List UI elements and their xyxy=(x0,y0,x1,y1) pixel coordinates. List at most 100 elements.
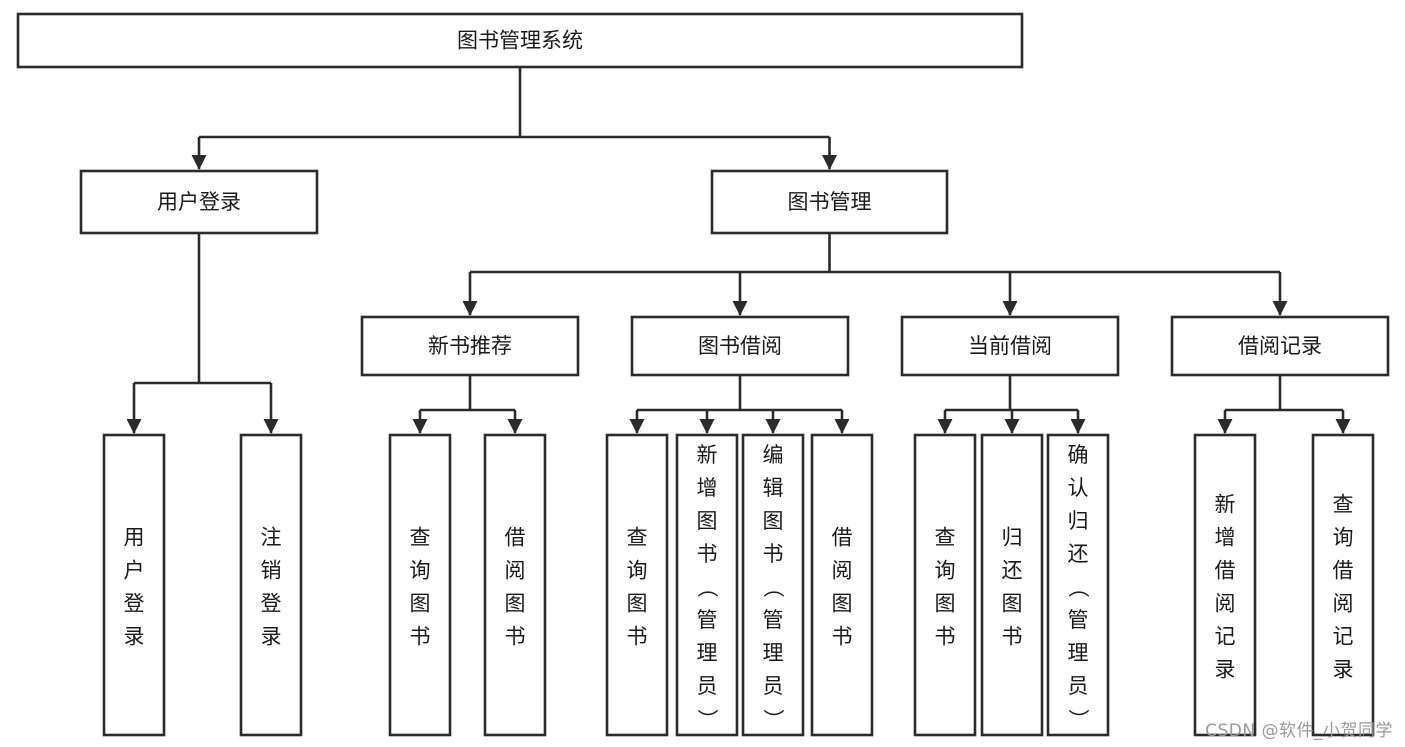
node-label-char: 编 xyxy=(763,443,784,467)
node-label-char: ） xyxy=(1066,709,1090,730)
node-label-char: 书 xyxy=(505,625,526,649)
node-box xyxy=(16,12,1024,69)
arrow-head xyxy=(699,419,715,434)
connector-layer xyxy=(126,67,1351,434)
arrow-head xyxy=(263,419,279,434)
node-label-char: （ xyxy=(695,577,719,598)
node-box xyxy=(1170,315,1390,377)
node-label-char: 图 xyxy=(627,592,648,616)
node-label-char: 还 xyxy=(1002,559,1023,583)
node-label-char: 用 xyxy=(124,526,145,550)
arrow-head xyxy=(822,155,837,170)
node-root[interactable]: 图书管理系统 xyxy=(16,12,1024,69)
node-label-char: 查 xyxy=(935,526,956,550)
node-label-char: 询 xyxy=(1333,526,1354,550)
node-label-char: 借 xyxy=(832,526,853,550)
node-label-char: 图 xyxy=(1002,592,1023,616)
node-label-char: 借 xyxy=(505,526,526,550)
arrow-head xyxy=(1335,419,1351,434)
node-label-char: 阅 xyxy=(1333,592,1354,616)
node-label-char: 图 xyxy=(697,509,718,533)
arrow-head xyxy=(732,301,748,316)
node-label-char: ） xyxy=(761,709,785,730)
node-label-char: 员 xyxy=(1068,674,1089,698)
node-label-char: 图 xyxy=(935,592,956,616)
node-label-char: 图 xyxy=(410,592,431,616)
node-label-char: 管 xyxy=(1068,608,1089,632)
node-label-char: ） xyxy=(695,709,719,730)
node-label-char: 书 xyxy=(832,625,853,649)
node-book-manage[interactable]: 图书管理 xyxy=(710,169,949,235)
node-box xyxy=(605,433,669,737)
node-label-char: 登 xyxy=(124,592,145,616)
arrow-head xyxy=(191,155,207,170)
node-box xyxy=(675,433,739,737)
node-label-char: 增 xyxy=(697,476,718,500)
node-label-char: 登 xyxy=(261,592,282,616)
arrow-head xyxy=(412,419,428,434)
node-label-char: 询 xyxy=(410,559,431,583)
node-label-char: 理 xyxy=(697,641,718,665)
node-label-char: 书 xyxy=(763,542,784,566)
node-leaf-user-login[interactable]: 用户登录 xyxy=(102,433,166,737)
node-label-char: 增 xyxy=(1215,526,1236,550)
node-layer: 图书管理系统用户登录图书管理新书推荐图书借阅当前借阅借阅记录用户登录注销登录查询… xyxy=(16,12,1390,737)
node-label-char: 书 xyxy=(627,625,648,649)
node-box xyxy=(710,169,949,235)
node-label: 图书管理系统 xyxy=(457,29,583,53)
arrow-head xyxy=(126,419,142,434)
node-label-char: 确 xyxy=(1068,443,1089,467)
node-label-char: 户 xyxy=(124,559,145,583)
arrow-head xyxy=(937,419,953,434)
node-user-login[interactable]: 用户登录 xyxy=(79,169,319,235)
node-book-borrow[interactable]: 图书借阅 xyxy=(630,315,850,377)
arrow-head xyxy=(629,419,645,434)
node-box xyxy=(913,433,977,737)
node-label-char: 理 xyxy=(1068,641,1089,665)
node-label-char: 记 xyxy=(1333,625,1354,649)
node-label-char: 还 xyxy=(1068,542,1089,566)
node-box xyxy=(810,433,874,737)
node-borrow-record[interactable]: 借阅记录 xyxy=(1170,315,1390,377)
node-label-char: 辑 xyxy=(763,476,784,500)
node-label-char: 新 xyxy=(1215,493,1236,517)
node-label-char: 归 xyxy=(1002,526,1023,550)
node-label-char: 书 xyxy=(697,542,718,566)
node-label-char: 管 xyxy=(697,608,718,632)
node-label-char: 查 xyxy=(410,526,431,550)
node-label-char: 阅 xyxy=(505,559,526,583)
node-box xyxy=(980,433,1044,737)
node-label-char: 查 xyxy=(1333,493,1354,517)
node-label-char: 图 xyxy=(832,592,853,616)
node-new-book-recommend[interactable]: 新书推荐 xyxy=(360,315,580,377)
node-box xyxy=(102,433,166,737)
node-label-char: 图 xyxy=(763,509,784,533)
node-label: 当前借阅 xyxy=(968,334,1052,358)
node-box xyxy=(1193,433,1257,737)
arrow-head xyxy=(507,419,523,434)
node-label-char: 阅 xyxy=(832,559,853,583)
node-label-char: 员 xyxy=(697,674,718,698)
node-label-char: 录 xyxy=(261,625,282,649)
node-box xyxy=(79,169,319,235)
node-label-char: 询 xyxy=(935,559,956,583)
node-label-char: 录 xyxy=(1215,658,1236,682)
node-label-char: 认 xyxy=(1068,476,1089,500)
node-label-char: （ xyxy=(761,577,785,598)
node-current-borrow[interactable]: 当前借阅 xyxy=(900,315,1120,377)
node-label-char: 阅 xyxy=(1215,592,1236,616)
